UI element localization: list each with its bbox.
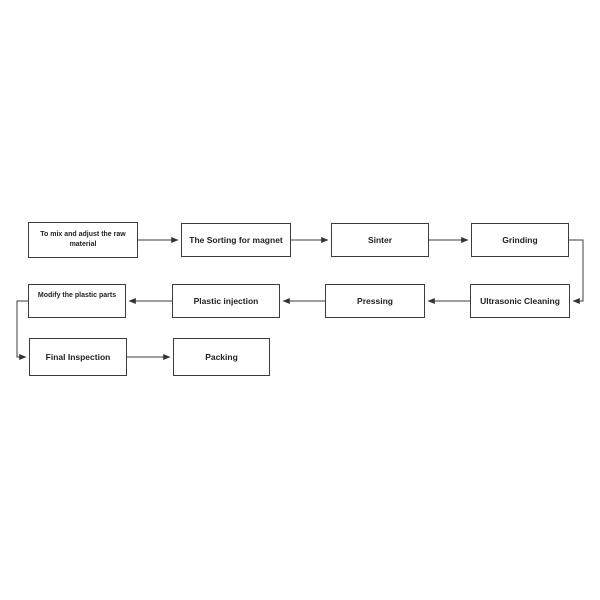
- flow-node-ultrasonic-cleaning: Ultrasonic Cleaning: [470, 284, 570, 318]
- flow-node-packing: Packing: [173, 338, 270, 376]
- flow-node-sinter: Sinter: [331, 223, 429, 257]
- flow-node-plastic-injection: Plastic injection: [172, 284, 280, 318]
- flow-node-modify-plastic-parts: Modify the plastic parts: [28, 284, 126, 318]
- flow-node-mix-raw-material: To mix and adjust the raw material: [28, 222, 138, 258]
- flow-node-pressing: Pressing: [325, 284, 425, 318]
- flow-node-final-inspection: Final Inspection: [29, 338, 127, 376]
- edge-grinding-to-ultrasonic: [569, 239, 584, 305]
- flow-node-sorting-magnet: The Sorting for magnet: [181, 223, 291, 257]
- flow-node-grinding: Grinding: [471, 223, 569, 257]
- edge-modify-to-inspection: [16, 300, 28, 361]
